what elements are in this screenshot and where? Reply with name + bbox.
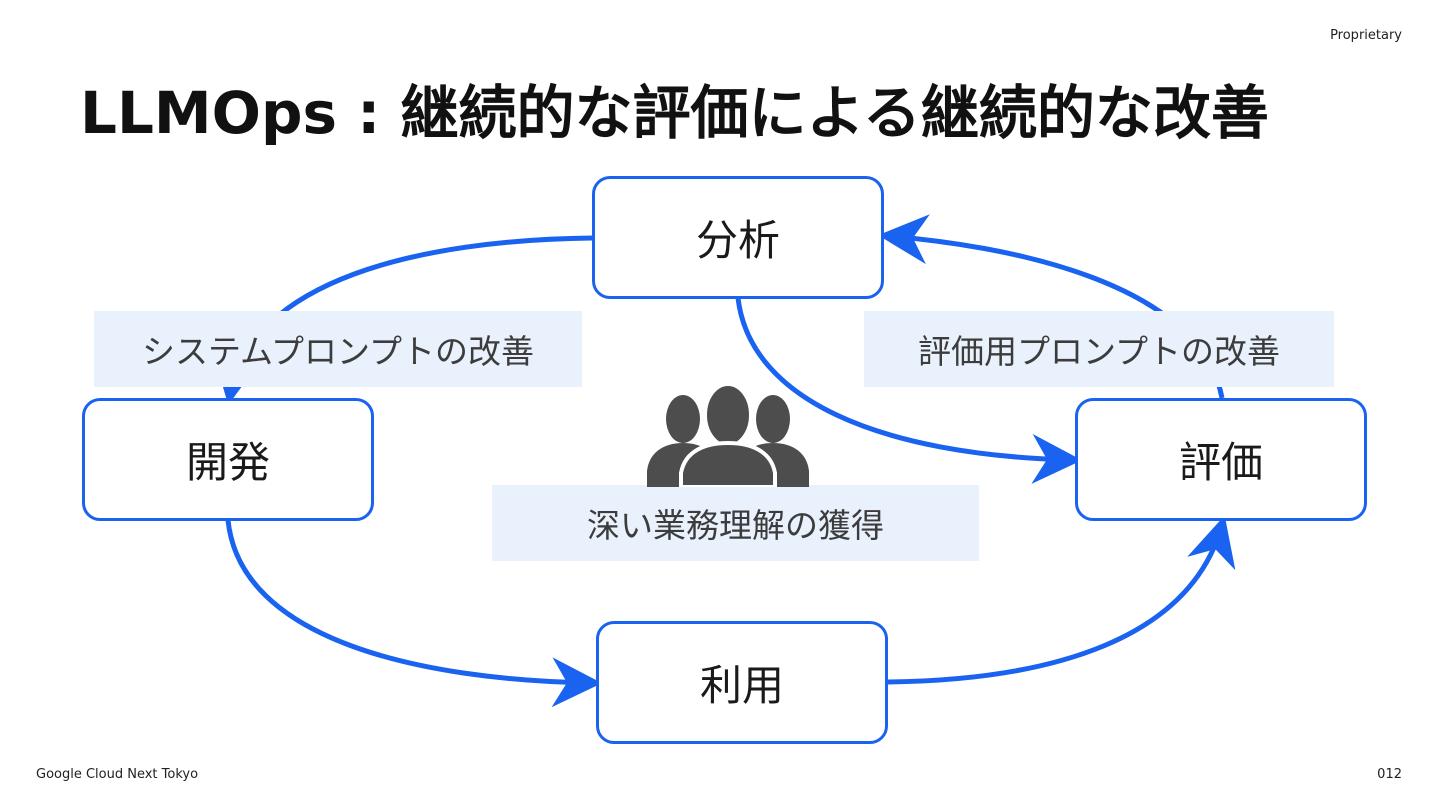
business-understanding-label: 深い業務理解の獲得 (492, 485, 979, 561)
arrow-analysis-to-evaluation (735, 297, 1082, 484)
page-number: 012 (1377, 767, 1402, 782)
system-prompt-improvement-label: システムプロンプトの改善 (94, 311, 582, 387)
arrow-usage-to-evaluation (887, 515, 1236, 685)
eval-prompt-improvement-label: 評価用プロンプトの改善 (864, 311, 1334, 387)
page-title: LLMOps : 継続的な評価による継続的な改善 (80, 79, 1269, 147)
node-analysis: 分析 (592, 176, 884, 299)
arrow-development-to-usage (225, 519, 602, 708)
node-development: 開発 (82, 398, 374, 521)
people-group-icon (647, 385, 809, 487)
node-usage: 利用 (596, 621, 888, 744)
footer-event-name: Google Cloud Next Tokyo (36, 767, 199, 782)
node-evaluation: 評価 (1075, 398, 1367, 521)
proprietary-label: Proprietary (1330, 28, 1402, 43)
